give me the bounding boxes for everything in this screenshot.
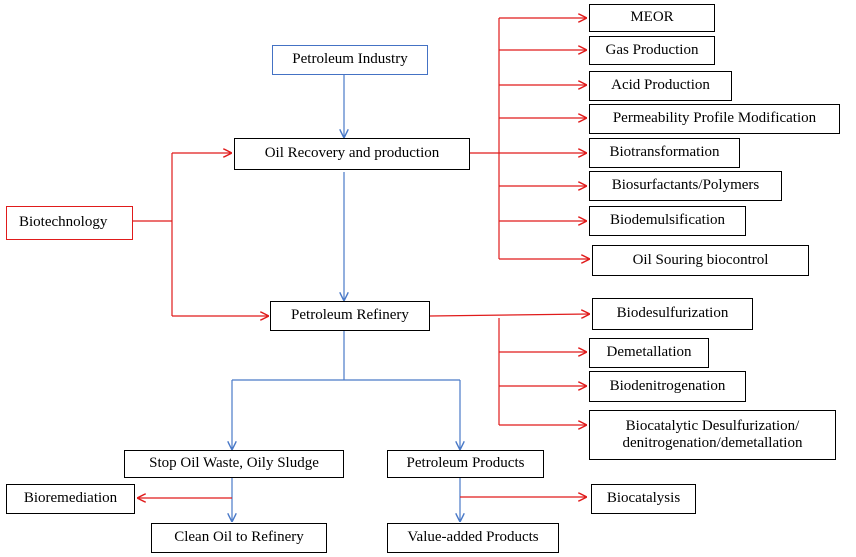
permeability-profile-box: Permeability Profile Modification: [589, 104, 840, 134]
biotechnology-box: Biotechnology: [6, 206, 133, 240]
petroleum-refinery-box: Petroleum Refinery: [270, 301, 430, 331]
petroleum-industry-box: Petroleum Industry: [272, 45, 428, 75]
gas-production-box: Gas Production: [589, 36, 715, 65]
biocatalysis-box: Biocatalysis: [591, 484, 696, 514]
biocatalytic-desulfurization-box: Biocatalytic Desulfurization/ denitrogen…: [589, 410, 836, 460]
oil-souring-box: Oil Souring biocontrol: [592, 245, 809, 276]
arrow-refinery-to-biodesulfurization: [429, 314, 589, 316]
acid-production-box: Acid Production: [589, 71, 732, 101]
value-added-box: Value-added Products: [387, 523, 559, 553]
demetallation-box: Demetallation: [589, 338, 709, 368]
stop-oil-waste-box: Stop Oil Waste, Oily Sludge: [124, 450, 344, 478]
clean-oil-box: Clean Oil to Refinery: [151, 523, 327, 553]
bioremediation-box: Bioremediation: [6, 484, 135, 514]
biodemulsification-box: Biodemulsification: [589, 206, 746, 236]
biosurfactants-box: Biosurfactants/Polymers: [589, 171, 782, 201]
biodenitrogenation-box: Biodenitrogenation: [589, 371, 746, 402]
biotransformation-box: Biotransformation: [589, 138, 740, 168]
petroleum-products-box: Petroleum Products: [387, 450, 544, 478]
oil-recovery-box: Oil Recovery and production: [234, 138, 470, 170]
red-connectors: [133, 18, 589, 498]
biodesulfurization-box: Biodesulfurization: [592, 298, 753, 330]
meor-box: MEOR: [589, 4, 715, 32]
blue-connectors: [232, 74, 460, 521]
